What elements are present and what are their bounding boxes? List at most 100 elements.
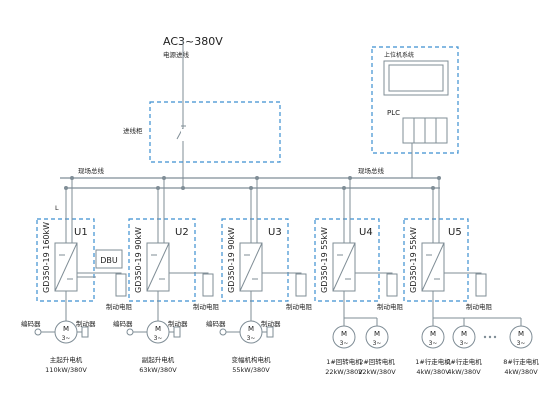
- unit-u4-resistor-label: 制动电阻: [377, 302, 404, 311]
- unit-u5-motor-3-rating: 4kW/380V: [504, 368, 538, 376]
- unit-u5-motor-3-circle: [509, 325, 533, 349]
- unit-u3-motor-symbol-phase: 3~: [247, 335, 256, 342]
- unit-u2-encoder: [126, 328, 134, 336]
- supply-bus-junction: [181, 186, 185, 190]
- host-system-frame: [371, 46, 459, 154]
- unit-u4-motor-2-name: 2#回转电机: [359, 357, 395, 366]
- unit-u5-id: U5: [448, 227, 462, 238]
- unit-u3-encoder-label: 编码器: [206, 319, 226, 328]
- unit-u5-motor-1-symbol-m: M: [430, 330, 436, 338]
- unit-u3-encoder: [219, 328, 227, 336]
- unit-u1-id: U1: [74, 227, 88, 238]
- unit-u2-motor-rating: 63kW/380V: [139, 366, 177, 374]
- breaker-gap: [181, 129, 185, 141]
- unit-u2-frame: [128, 218, 196, 302]
- unit-u5-motor-1-name: 1#行走电机: [415, 357, 451, 366]
- cabinet-label: 进线柜: [123, 126, 143, 135]
- unit-u1-power-junction: [64, 186, 68, 190]
- unit-u1-encoder-label: 编码器: [21, 319, 41, 328]
- unit-u5-motor-2-circle: [452, 325, 476, 349]
- unit-u1-brake: [81, 326, 89, 338]
- unit-u4-resistor-wire: [355, 272, 393, 274]
- unit-u4-motor-1-rating: 22kW/380V: [325, 368, 363, 376]
- unit-u1-resistor-label: 制动电阻: [106, 302, 133, 311]
- unit-u2-resistor-wire: [169, 272, 209, 274]
- unit-u5-power-junction: [431, 186, 435, 190]
- unit-u5-resistor-wire: [444, 272, 482, 274]
- unit-u1-motor-rating: 110kW/380V: [45, 366, 87, 374]
- incoming-cabinet-frame: [149, 101, 281, 163]
- unit-u4-motor-1-symbol-m: M: [341, 330, 347, 338]
- unit-u4-motor-1-circle: [332, 325, 356, 349]
- unit-u2-bus-junction: [162, 176, 166, 180]
- unit-u5-bus-junction: [437, 176, 441, 180]
- fieldbus-label-right: 现场总线: [358, 166, 385, 175]
- unit-u1-motor-symbol-phase: 3~: [62, 335, 71, 342]
- unit-u4-power-junction: [342, 186, 346, 190]
- unit-u3-model: GD350-19 90kW: [227, 227, 236, 293]
- unit-u3-power-junction: [249, 186, 253, 190]
- unit-u2-power-junction: [156, 186, 160, 190]
- unit-u1-model: GD350-19 160kW: [42, 222, 51, 293]
- unit-u2-id: U2: [175, 227, 189, 238]
- unit-u3-frame: [221, 218, 289, 302]
- unit-u2-motor-name: 副起升电机: [142, 355, 175, 364]
- unit-u5-motor-3-name: 8#行走电机: [503, 357, 539, 366]
- unit-u5-motor-3-symbol-m: M: [518, 330, 524, 338]
- supply-voltage: AC3~380V: [163, 35, 223, 48]
- unit-u4-motor-1-name: 1#回转电机: [326, 357, 362, 366]
- unit-u5-motor-2-rating: 4kW/380V: [447, 368, 481, 376]
- unit-u5-resistor-label: 制动电阻: [466, 302, 493, 311]
- unit-u5-ellipsis-dot-2: [488, 335, 492, 339]
- unit-u5-motor-1-circle: [421, 325, 445, 349]
- unit-u3-brake-label: 制动器: [261, 319, 281, 328]
- unit-u3-resistor-label: 制动电阻: [286, 302, 313, 311]
- unit-u3-brake-resistor: [295, 273, 307, 297]
- unit-u5-brake-resistor: [475, 273, 487, 297]
- unit-u1-brake-label: 制动器: [76, 319, 96, 328]
- unit-u2-brake-resistor: [202, 273, 214, 297]
- host-monitor-screen: [388, 64, 444, 92]
- unit-u2-resistor-label: 制动电阻: [193, 302, 220, 311]
- unit-u3-motor-name: 变幅机构电机: [232, 355, 272, 364]
- unit-u3-motor-rating: 55kW/380V: [232, 366, 270, 374]
- unit-u1-brake-resistor: [115, 273, 127, 297]
- unit-u5-motor-2-symbol-phase: 3~: [460, 340, 469, 347]
- unit-u4-motor-2-symbol-phase: 3~: [373, 340, 382, 347]
- drive-units: U1GD350-19 160kW制动电阻M3~编码器制动器主起升电机110kW/…: [21, 176, 539, 376]
- unit-u2-motor-symbol-phase: 3~: [154, 335, 163, 342]
- unit-u3-bus-junction: [255, 176, 259, 180]
- unit-u5-ellipsis-dot-1: [483, 335, 487, 339]
- unit-u1-resistor-wire: [77, 272, 122, 274]
- unit-u1-encoder: [34, 328, 42, 336]
- plc-label: PLC: [387, 109, 400, 117]
- unit-u5-motor-1-symbol-phase: 3~: [429, 340, 438, 347]
- unit-u4-motor-1-symbol-phase: 3~: [340, 340, 349, 347]
- unit-u4-motor-2-symbol-m: M: [374, 330, 380, 338]
- unit-u5-motor-3-symbol-phase: 3~: [517, 340, 526, 347]
- unit-u4-frame: [314, 218, 380, 302]
- unit-u5-inverter-diagonal: [421, 242, 445, 292]
- unit-u5-motor-2-symbol-m: M: [461, 330, 467, 338]
- unit-u3-brake: [266, 326, 274, 338]
- unit-u3-id: U3: [268, 227, 282, 238]
- unit-u2-motor-symbol-m: M: [155, 325, 161, 333]
- host-label: 上位机系统: [384, 51, 414, 59]
- unit-u5-frame: [403, 218, 469, 302]
- unit-u2-brake-label: 制动器: [168, 319, 188, 328]
- unit-u5-ellipsis-dot-3: [493, 335, 497, 339]
- unit-u5-motor-2-name: 2#行走电机: [446, 357, 482, 366]
- unit-u2-brake: [173, 326, 181, 338]
- unit-u4-id: U4: [359, 227, 373, 238]
- supply-label: 电源进线: [163, 50, 190, 59]
- unit-u2-inverter-diagonal: [146, 242, 170, 292]
- unit-u1-inverter-diagonal: [54, 242, 78, 292]
- unit-u1-bus-junction: [70, 176, 74, 180]
- unit-u3-inverter-diagonal: [239, 242, 263, 292]
- unit-u4-motor-2-rating: 22kW/380V: [358, 368, 396, 376]
- unit-u3-motor-symbol-m: M: [248, 325, 254, 333]
- dbu-label: DBU: [100, 256, 118, 265]
- unit-u3-resistor-wire: [262, 272, 302, 274]
- unit-u4-brake-resistor: [386, 273, 398, 297]
